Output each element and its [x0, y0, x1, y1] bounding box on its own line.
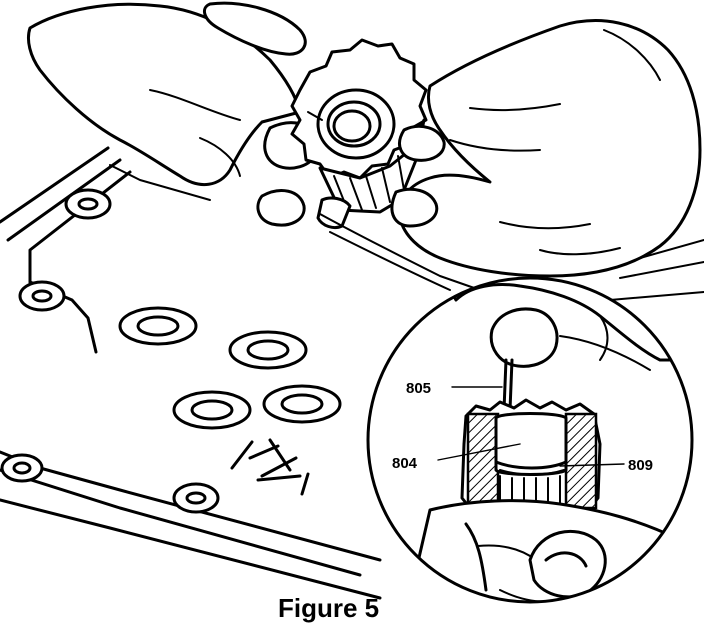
idler-gear — [290, 38, 428, 230]
callout-809-label: 809 — [628, 457, 653, 474]
hands-with-gear — [26, 1, 702, 291]
mounting-bosses — [0, 188, 220, 514]
callout-805: 805 — [406, 380, 503, 397]
washers — [118, 306, 342, 430]
callout-809: 809 — [559, 457, 653, 474]
callout-805-label: 805 — [406, 380, 431, 397]
callout-804-label: 804 — [392, 455, 418, 472]
detail-magnifier — [366, 276, 694, 604]
needle-rollers — [230, 438, 310, 496]
figure-caption: Figure 5 — [278, 593, 379, 623]
callout-804: 804 — [392, 443, 521, 472]
